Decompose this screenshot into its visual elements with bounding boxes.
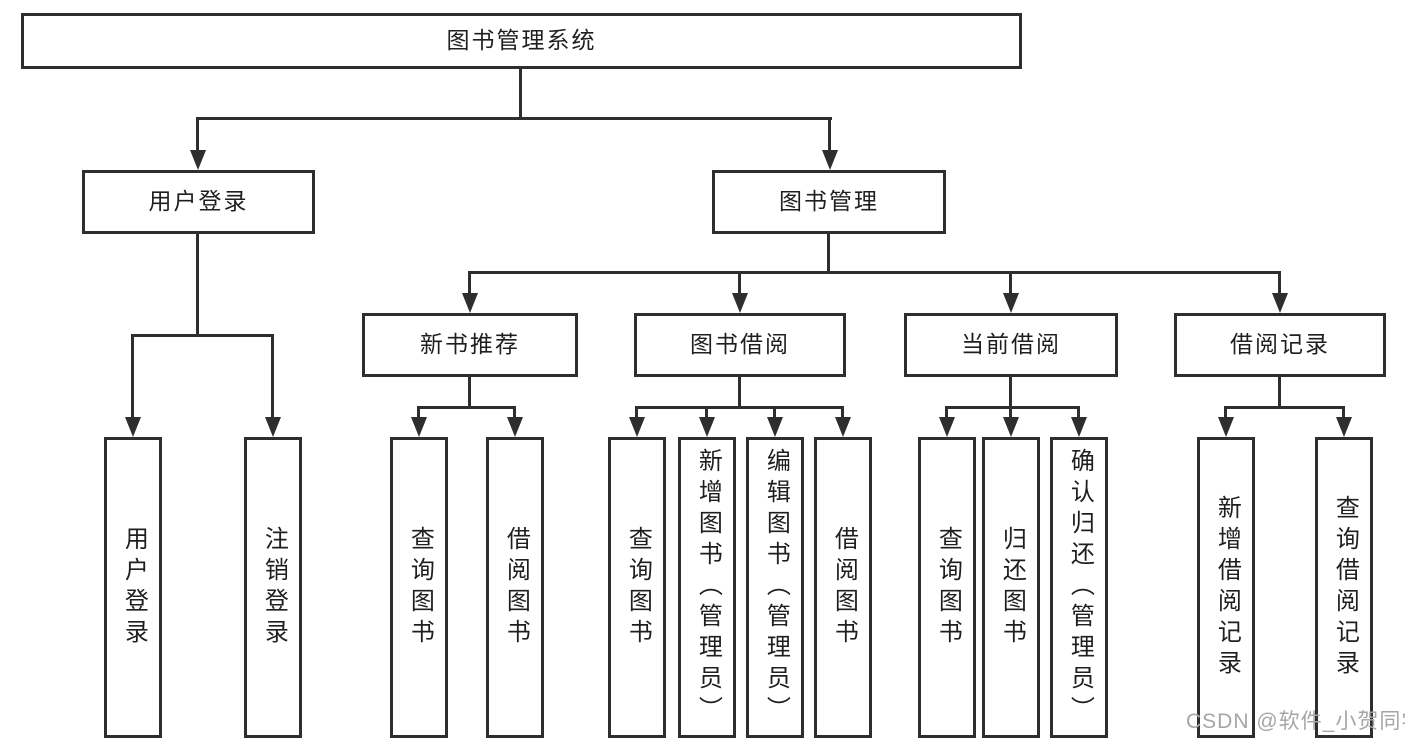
leaf-user-login: 用户登录: [104, 437, 162, 738]
arrow-down-icon: [835, 417, 851, 437]
connector-book-management-stem: [827, 234, 830, 274]
node-current-borrowing: 当前借阅: [904, 313, 1118, 377]
node-book-management: 图书管理: [712, 170, 946, 234]
leaf-borrow-books-recommend: 借阅图书: [486, 437, 544, 738]
connector-line: [705, 406, 708, 419]
node-user-login: 用户登录: [82, 170, 315, 234]
leaf-edit-books-admin: 编辑图书（管理员）: [746, 437, 804, 738]
leaf-query-books-current: 查询图书: [918, 437, 976, 738]
connector-bus-level2: [196, 117, 832, 120]
connector-line: [1342, 406, 1345, 419]
connector-book-borrow-stem: [738, 377, 741, 409]
connector-line: [773, 406, 776, 419]
connector-bus-borrow-records: [1224, 406, 1345, 409]
arrow-down-icon: [1003, 293, 1019, 313]
arrow-down-icon: [1272, 293, 1288, 313]
arrow-down-icon: [939, 417, 955, 437]
arrow-down-icon: [125, 417, 141, 437]
leaf-borrow-books: 借阅图书: [814, 437, 872, 738]
leaf-confirm-return-admin: 确认归还（管理员）: [1050, 437, 1108, 738]
connector-line: [1278, 271, 1281, 295]
arrow-down-icon: [462, 293, 478, 313]
connector-bus-new-book: [417, 406, 516, 409]
connector-new-book-stem: [468, 377, 471, 409]
connector-line: [738, 271, 741, 295]
connector-borrow-records-stem: [1278, 377, 1281, 409]
arrow-down-icon: [411, 417, 427, 437]
connector-line: [1009, 406, 1012, 419]
arrow-down-icon: [1218, 417, 1234, 437]
connector-line: [945, 406, 948, 419]
connector-root-stem: [519, 69, 522, 117]
arrow-down-icon: [1336, 417, 1352, 437]
arrow-down-icon: [507, 417, 523, 437]
node-new-book-recommendation: 新书推荐: [362, 313, 578, 377]
arrow-down-icon: [699, 417, 715, 437]
connector-line: [131, 334, 134, 419]
leaf-query-books-recommend: 查询图书: [390, 437, 448, 738]
connector-line: [417, 406, 420, 419]
connector-line: [271, 334, 274, 419]
leaf-return-books: 归还图书: [982, 437, 1040, 738]
arrow-down-icon: [732, 293, 748, 313]
leaf-query-borrow-record: 查询借阅记录: [1315, 437, 1373, 738]
arrow-down-icon: [767, 417, 783, 437]
node-book-borrowing: 图书借阅: [634, 313, 846, 377]
connector-current-borrow-stem: [1009, 377, 1012, 409]
node-borrowing-records: 借阅记录: [1174, 313, 1386, 377]
connector-bus-level3: [468, 271, 1281, 274]
connector-bus-book-borrow: [635, 406, 844, 409]
arrow-down-icon: [190, 150, 206, 170]
arrow-down-icon: [629, 417, 645, 437]
connector-line: [1077, 406, 1080, 419]
connector-drop-book-management: [828, 117, 831, 152]
arrow-down-icon: [822, 150, 838, 170]
connector-line: [1009, 271, 1012, 295]
leaf-logout: 注销登录: [244, 437, 302, 738]
connector-line: [635, 406, 638, 419]
leaf-query-books-borrow: 查询图书: [608, 437, 666, 738]
leaf-add-books-admin: 新增图书（管理员）: [678, 437, 736, 738]
connector-bus-current-borrow: [945, 406, 1080, 409]
arrow-down-icon: [1003, 417, 1019, 437]
connector-line: [841, 406, 844, 419]
node-root: 图书管理系统: [21, 13, 1022, 69]
connector-user-login-stem: [196, 234, 199, 337]
connector-bus-user-login: [131, 334, 274, 337]
arrow-down-icon: [1071, 417, 1087, 437]
connector-line: [513, 406, 516, 419]
leaf-add-borrow-record: 新增借阅记录: [1197, 437, 1255, 738]
arrow-down-icon: [265, 417, 281, 437]
connector-line: [468, 271, 471, 295]
connector-drop-user-login: [196, 117, 199, 152]
connector-line: [1224, 406, 1227, 419]
csdn-watermark: CSDN @软件_小贺同学: [1186, 710, 1405, 733]
